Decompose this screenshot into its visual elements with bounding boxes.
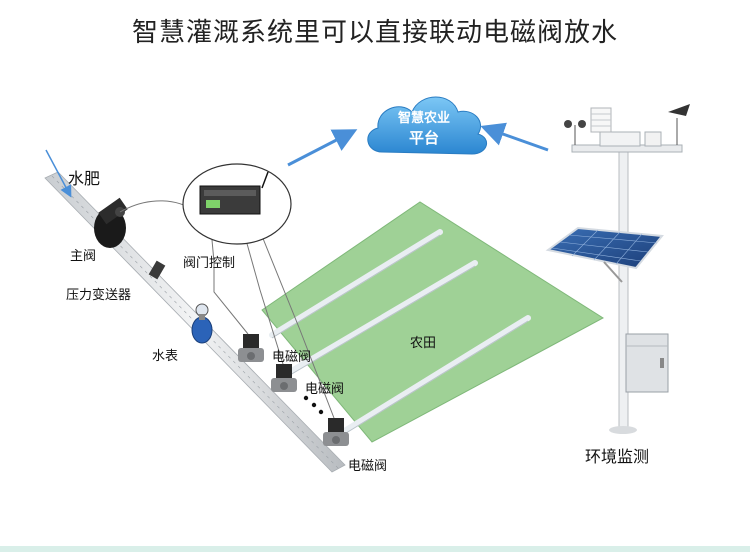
pressure-transmitter: [148, 260, 166, 280]
platform-name: 智慧农业: [397, 111, 450, 126]
solenoid-valve-icon: [238, 334, 264, 362]
control-box: [625, 333, 669, 393]
arrow-icon: [287, 129, 358, 167]
label-water-fertilizer: 水肥: [68, 169, 101, 188]
platform-label: 平台: [408, 129, 439, 147]
label-environment-monitoring: 环境监测: [585, 447, 650, 466]
more-valves-dots: [303, 395, 324, 415]
label-valve-control: 阀门控制: [183, 256, 236, 271]
irrigation-laterals: [269, 229, 531, 438]
page-title: 智慧灌溉系统里可以直接联动电磁阀放水: [131, 18, 618, 48]
arrow-icon: [480, 122, 549, 152]
solenoid-valve-icon: [271, 364, 297, 392]
bottom-divider: [0, 546, 750, 552]
control-wires: [119, 200, 335, 419]
label-solenoid-valve: 电磁阀: [272, 350, 312, 365]
farmland-field: [261, 201, 604, 443]
main-valve: [94, 197, 128, 248]
weather-station-icon: [564, 104, 690, 434]
water-meter-icon: [191, 303, 213, 344]
label-solenoid-valve: 电磁阀: [305, 382, 345, 397]
label-solenoid-valve: 电磁阀: [348, 459, 388, 474]
solar-panel-icon: [545, 226, 664, 283]
label-water-meter: 水表: [152, 349, 179, 364]
label-farmland: 农田: [410, 336, 437, 351]
label-main-valve: 主阀: [70, 249, 97, 264]
solenoid-valve-icon: [323, 418, 349, 446]
controller-icon: [182, 163, 292, 245]
label-pressure-transmitter: 压力变送器: [66, 288, 132, 303]
